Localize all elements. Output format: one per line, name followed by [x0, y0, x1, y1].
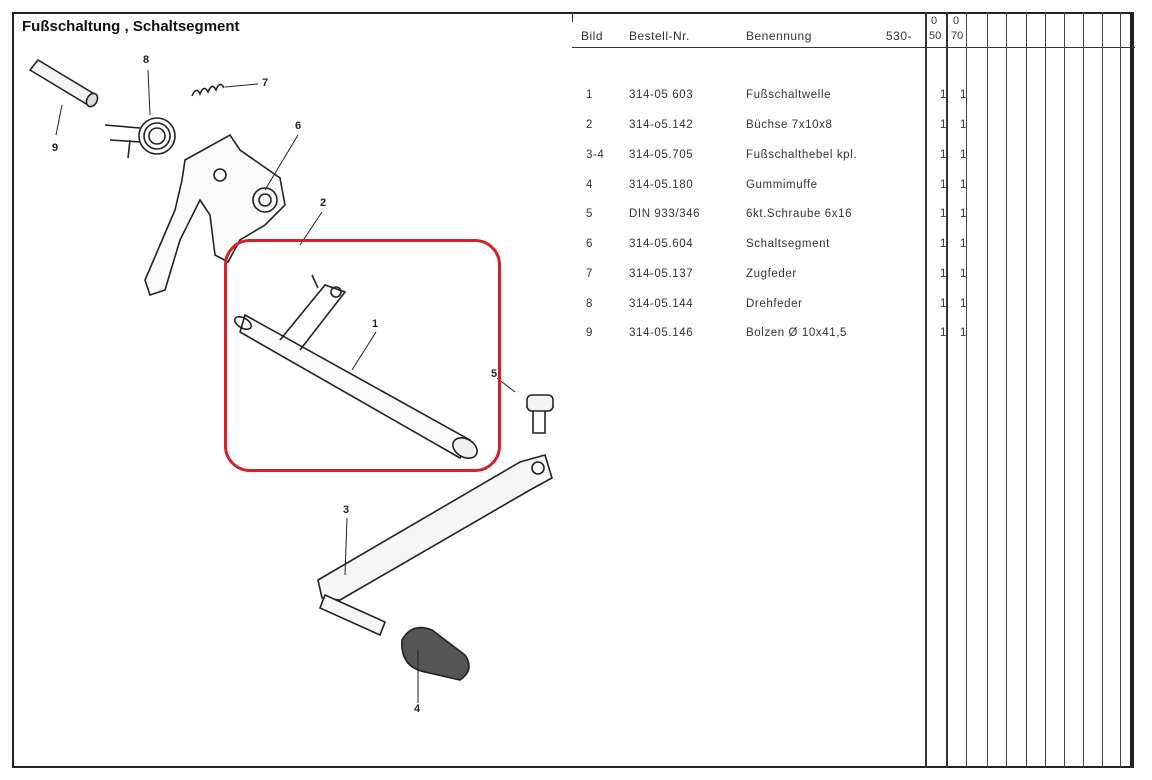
cell-bild: 3-4 — [586, 149, 605, 161]
hex-screw-part-5 — [526, 394, 554, 434]
cell-qty: 1 — [960, 119, 967, 131]
column-line — [1026, 12, 1027, 768]
cell-qty: 1 — [960, 89, 967, 101]
table-row: 5 DIN 933/346 6kt.Schraube 6x16 1 1 — [0, 208, 1152, 224]
cell-qty: 1 — [940, 327, 947, 339]
cell-qty: 1 — [940, 298, 947, 310]
leader-lines — [55, 69, 516, 703]
cell-benennung: Fußschaltwelle — [746, 89, 832, 101]
tension-spring-part-7 — [191, 83, 225, 97]
column-line — [1083, 12, 1084, 768]
cell-qty: 1 — [940, 179, 947, 191]
callout-9: 9 — [52, 142, 59, 154]
shift-segment-part-6 — [144, 133, 286, 297]
exploded-parts-drawing — [28, 58, 554, 703]
cell-qty: 1 — [940, 208, 947, 220]
callout-8: 8 — [143, 54, 150, 66]
cell-qty: 1 — [960, 179, 967, 191]
table-row: 1 314-05 603 Fußschaltwelle 1 1 — [0, 89, 1152, 105]
cell-nr: 314-05.604 — [629, 238, 694, 250]
column-line — [946, 12, 948, 768]
callout-6: 6 — [295, 120, 302, 132]
cell-benennung: Schaltsegment — [746, 238, 830, 250]
cell-bild: 6 — [586, 238, 593, 250]
cell-nr: 314-05.146 — [629, 327, 694, 339]
callout-3: 3 — [343, 504, 350, 516]
callout-1: 1 — [372, 318, 379, 330]
column-line — [1102, 12, 1103, 768]
variant-top-1: 0 — [931, 15, 938, 27]
callout-2: 2 — [320, 197, 327, 209]
cell-bild: 8 — [586, 298, 593, 310]
cell-qty: 1 — [960, 298, 967, 310]
callout-5: 5 — [491, 368, 498, 380]
shift-lever-part-3 — [317, 454, 553, 637]
highlight-box — [224, 239, 501, 472]
variant-bottom-2: 70 — [951, 30, 964, 42]
cell-nr: DIN 933/346 — [629, 208, 701, 220]
bolt-part-9 — [28, 58, 99, 108]
table-row: 7 314-05.137 Zugfeder 1 1 — [0, 268, 1152, 284]
cell-nr: 314-05.705 — [629, 149, 694, 161]
variant-bottom-1: 50 — [929, 30, 942, 42]
cell-bild: 2 — [586, 119, 593, 131]
rubber-grip-part-4 — [401, 626, 470, 681]
cell-bild: 7 — [586, 268, 593, 280]
column-line — [987, 12, 988, 768]
table-row: 3-4 314-05.705 Fußschalthebel kpl. 1 1 — [0, 149, 1152, 165]
column-line — [966, 12, 967, 768]
cell-bild: 5 — [586, 208, 593, 220]
cell-benennung: Bolzen Ø 10x41,5 — [746, 327, 848, 339]
table-row: 4 314-05.180 Gummimuffe 1 1 — [0, 179, 1152, 195]
page-title: Fußschaltung , Schaltsegment — [22, 18, 240, 35]
cell-nr: 314-05.180 — [629, 179, 694, 191]
cell-qty: 1 — [960, 327, 967, 339]
divider — [572, 12, 573, 22]
column-line — [1120, 12, 1121, 768]
column-line — [1064, 12, 1065, 768]
cell-qty: 1 — [960, 208, 967, 220]
page-frame — [12, 12, 1134, 768]
column-line — [1006, 12, 1007, 768]
torsion-spring-part-8 — [104, 117, 176, 159]
shift-shaft-part-1 — [234, 274, 478, 460]
cell-qty: 1 — [940, 268, 947, 280]
cell-qty: 1 — [940, 119, 947, 131]
callout-7: 7 — [262, 77, 269, 89]
cell-qty: 1 — [960, 238, 967, 250]
cell-bild: 1 — [586, 89, 593, 101]
cell-qty: 1 — [960, 149, 967, 161]
callout-4: 4 — [414, 703, 421, 715]
variant-top-2: 0 — [953, 15, 960, 27]
table-row: 2 314-o5.142 Büchse 7x10x8 1 1 — [0, 119, 1152, 135]
cell-qty: 1 — [960, 268, 967, 280]
cell-nr: 314-05 603 — [629, 89, 694, 101]
table-row: 9 314-05.146 Bolzen Ø 10x41,5 1 1 — [0, 327, 1152, 343]
header-bestell-nr: Bestell-Nr. — [629, 29, 690, 43]
header-rule — [572, 47, 1135, 48]
cell-bild: 4 — [586, 179, 593, 191]
table-row: 8 314-05.144 Drehfeder 1 1 — [0, 298, 1152, 314]
cell-nr: 314-05.137 — [629, 268, 694, 280]
table-row: 6 314-05.604 Schaltsegment 1 1 — [0, 238, 1152, 254]
cell-benennung: Büchse 7x10x8 — [746, 119, 833, 131]
cell-qty: 1 — [940, 238, 947, 250]
cell-nr: 314-o5.142 — [629, 119, 694, 131]
cell-benennung: Drehfeder — [746, 298, 803, 310]
cell-nr: 314-05.144 — [629, 298, 694, 310]
cell-benennung: Zugfeder — [746, 268, 797, 280]
column-line — [925, 12, 927, 768]
cell-benennung: Gummimuffe — [746, 179, 818, 191]
header-model: 530- — [886, 29, 913, 43]
cell-benennung: 6kt.Schraube 6x16 — [746, 208, 853, 220]
column-line — [1045, 12, 1046, 768]
cell-bild: 9 — [586, 327, 593, 339]
header-bild: Bild — [581, 29, 604, 43]
header-benennung: Benennung — [746, 29, 812, 43]
cell-qty: 1 — [940, 149, 947, 161]
cell-qty: 1 — [940, 89, 947, 101]
cell-benennung: Fußschalthebel kpl. — [746, 149, 858, 161]
